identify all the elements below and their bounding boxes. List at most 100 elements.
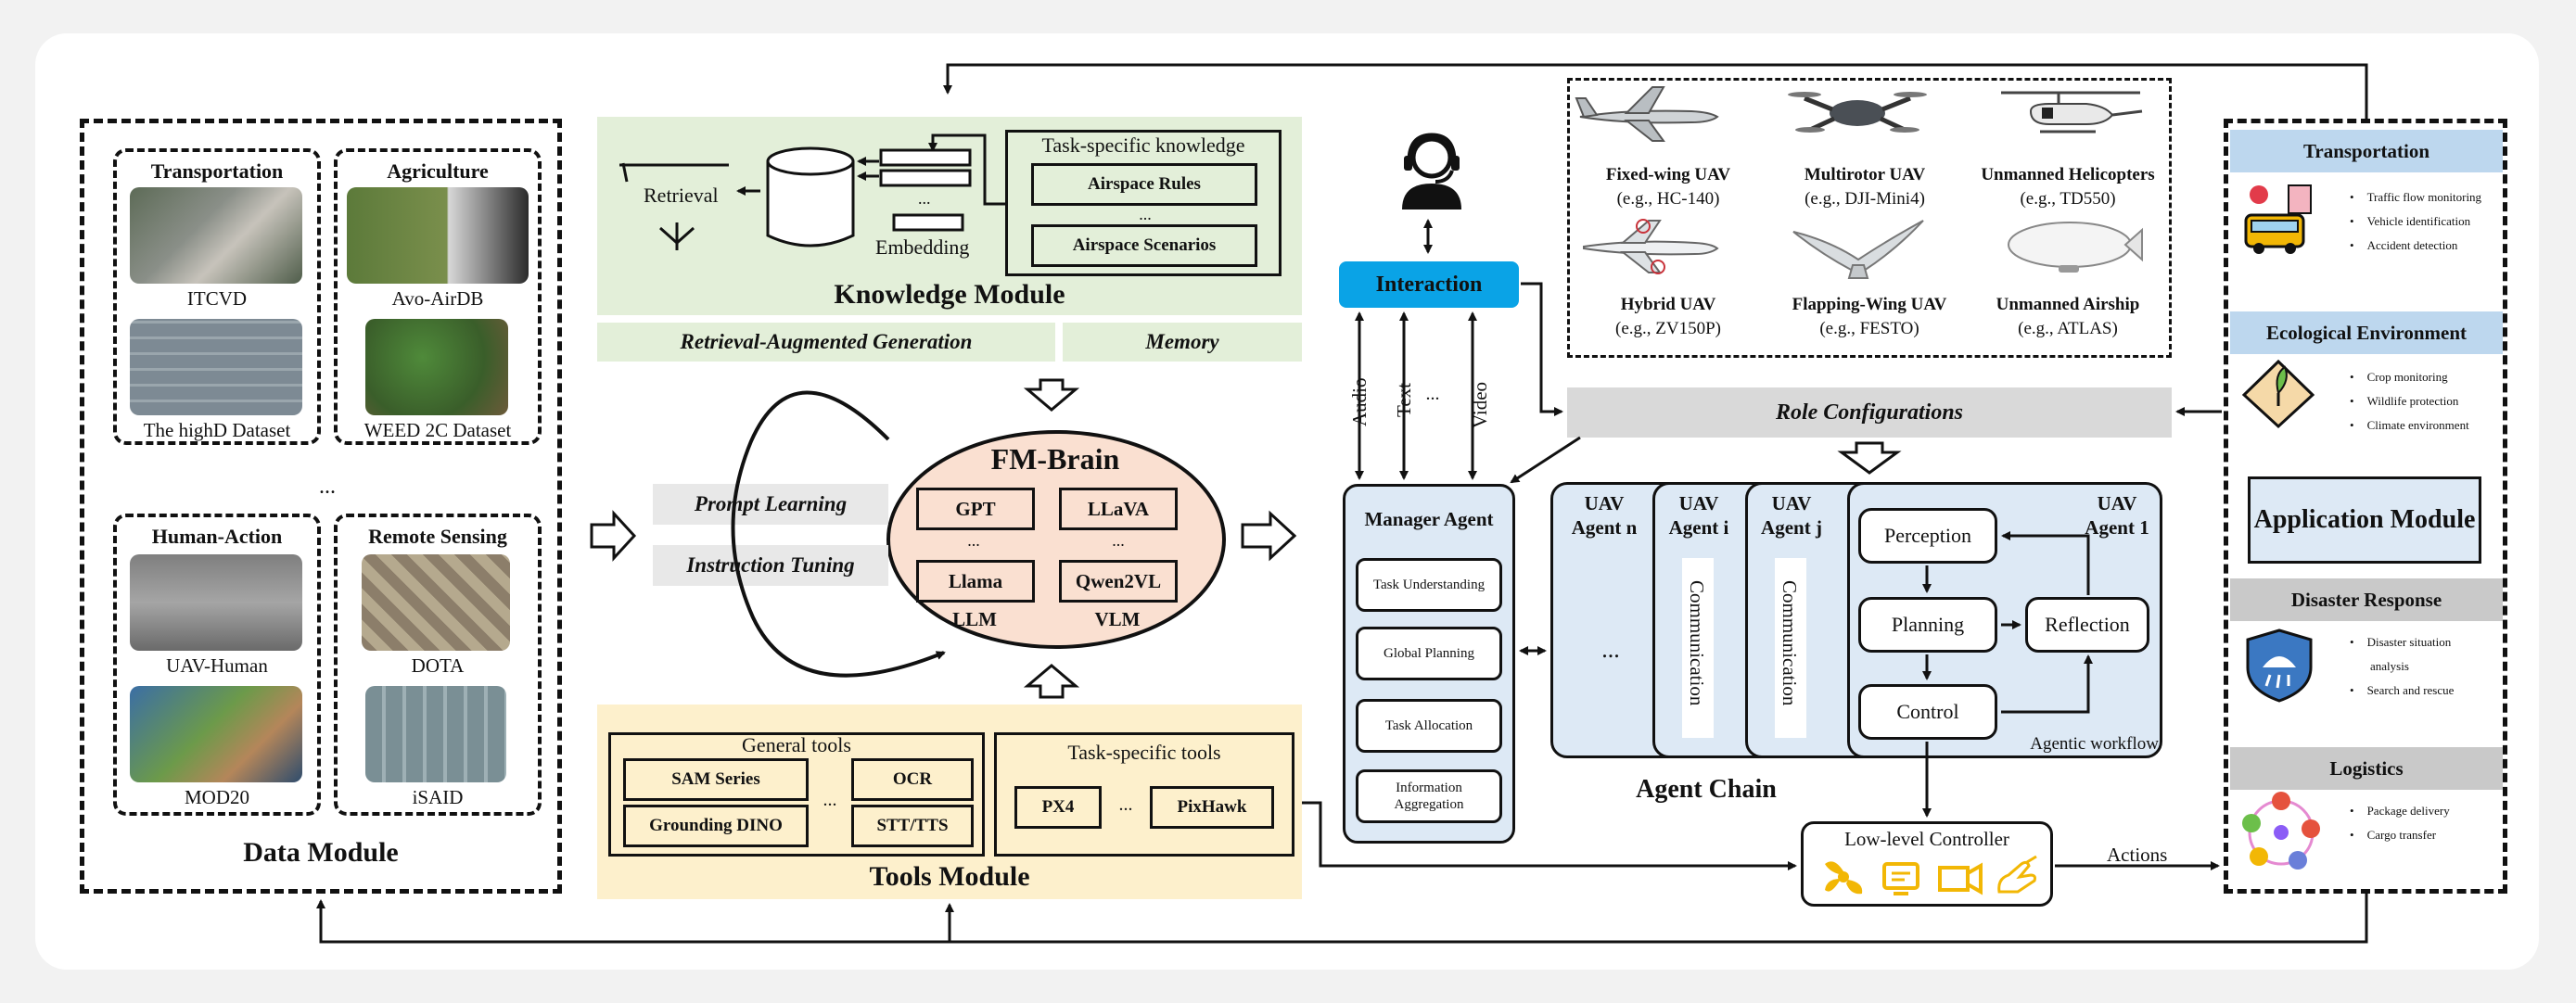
app-bullet-cont: analysis (2370, 659, 2409, 673)
workflow-reflection: Reflection (2025, 597, 2149, 653)
app-bullet: Accident detection (2350, 234, 2481, 258)
embedding-dots: ... (918, 189, 931, 208)
task-knowledge-box (1005, 130, 1282, 276)
embedding-label: Embedding (875, 235, 970, 259)
app-section-title-transportation: Transportation (2230, 130, 2503, 172)
manager-info-aggregation: Information Aggregation (1356, 769, 1502, 823)
dataset-image-uav-human (130, 554, 302, 651)
uav-example-flapping-wing: (e.g., FESTO) (1819, 319, 1919, 338)
uav-example-airship: (e.g., ATLAS) (2018, 319, 2118, 338)
manager-global-planning: Global Planning (1356, 627, 1502, 680)
tool-stt-tts: STT/TTS (851, 805, 974, 847)
uav-type-fixed-wing: Fixed-wing UAV (1605, 165, 1731, 184)
app-bullet-text: Disaster situation (2366, 635, 2452, 649)
interaction-button: Interaction (1339, 261, 1519, 308)
dataset-name-itcvd: ITCVD (186, 287, 248, 310)
app-bullet: Wildlife protection (2350, 389, 2469, 413)
vlm-label: VLM (1094, 607, 1141, 630)
app-bullet: Traffic flow monitoring (2350, 185, 2482, 209)
data-module-title: Data Module (243, 837, 399, 868)
communication-strip-i (1682, 558, 1714, 738)
data-group-agriculture (334, 148, 542, 445)
agent-chain-title: Agent Chain (1636, 775, 1777, 804)
data-module (80, 119, 562, 894)
app-bullet: •Search and rescue (2350, 683, 2455, 697)
manager-agent-title: Manager Agent (1364, 508, 1494, 530)
tool-px4: PX4 (1014, 786, 1102, 829)
dataset-name-isaid: iSAID (412, 786, 464, 808)
data-group-title-agriculture: Agriculture (387, 159, 489, 183)
llm-gpt-box: GPT (916, 488, 1035, 530)
llm-llama-box: Llama (916, 560, 1035, 603)
agent-i-title: UAV Agent i (1668, 492, 1729, 539)
data-group-title-human-action: Human-Action (151, 525, 283, 548)
knowledge-module-title: Knowledge Module (834, 279, 1065, 310)
gimbal-hand-icon (1994, 855, 2042, 899)
camera-icon (1936, 855, 1984, 899)
app-bullets-disaster: •Disaster situation analysis •Search and… (2350, 630, 2454, 703)
app-bullets-logistics: Package delivery Cargo transfer (2350, 799, 2450, 847)
task-knowledge-dots: ... (1139, 204, 1152, 223)
application-module-title: Application Module (2248, 476, 2481, 564)
input-video-text: Video (1469, 381, 1491, 428)
app-icon-disaster (2242, 627, 2316, 705)
app-icon-ecological (2238, 356, 2318, 432)
tool-ocr: OCR (851, 758, 974, 801)
display-icon (1879, 855, 1923, 899)
low-level-controller-title: Low-level Controller (1844, 827, 2009, 850)
data-group-title-remote-sensing: Remote Sensing (368, 525, 507, 548)
airspace-rules-box: Airspace Rules (1031, 163, 1257, 206)
input-label-dots: ... (1425, 383, 1440, 404)
input-text-text: Text (1393, 382, 1415, 417)
input-audio-text: Audio (1348, 377, 1371, 427)
dataset-image-mod20 (130, 686, 302, 782)
uav-example-multirotor: (e.g., DJI-Mini4) (1804, 189, 1925, 209)
workflow-planning: Planning (1858, 597, 1997, 653)
app-bullet: Package delivery (2350, 799, 2450, 823)
app-bullet: •Disaster situation (2350, 635, 2452, 649)
prompt-learning-bar: Prompt Learning (653, 484, 888, 525)
dataset-name-mod20: MOD20 (184, 786, 249, 808)
dataset-name-avo-airdb: Avo-AirDB (391, 287, 484, 310)
app-bullets-ecological: Crop monitoring Wildlife protection Clim… (2350, 365, 2469, 438)
fm-brain-title: FM-Brain (990, 441, 1120, 476)
dataset-image-itcvd (130, 187, 302, 284)
workflow-control: Control (1858, 684, 1997, 740)
tool-pixhawk: PixHawk (1150, 786, 1274, 829)
role-configurations-bar: Role Configurations (1567, 387, 2172, 438)
agentic-workflow-label: Agentic workflow (2030, 734, 2159, 754)
hybrid-uav-icon (1576, 215, 1725, 276)
airspace-scenarios-box: Airspace Scenarios (1031, 224, 1257, 267)
instruction-tuning-bar: Instruction Tuning (653, 545, 888, 586)
general-tools-title: General tools (742, 733, 851, 756)
app-bullet-text: Search and rescue (2366, 683, 2455, 697)
memory-bar: Memory (1063, 323, 1302, 362)
data-module-ellipsis: ... (319, 474, 336, 499)
uav-type-airship: Unmanned Airship (1996, 295, 2140, 314)
rag-bar: Retrieval-Augmented Generation (597, 323, 1055, 362)
app-bullet: Cargo transfer (2350, 823, 2450, 847)
vlm-dots: ... (1112, 530, 1125, 550)
specific-tools-title: Task-specific tools (1067, 741, 1221, 764)
app-bullet: Climate environment (2350, 413, 2469, 438)
uav-type-hybrid: Hybrid UAV (1620, 295, 1716, 314)
data-group-transportation (113, 148, 321, 445)
manager-task-allocation: Task Allocation (1356, 699, 1502, 753)
uav-example-helicopter: (e.g., TD550) (2020, 189, 2116, 209)
app-section-title-ecological: Ecological Environment (2230, 311, 2503, 354)
tool-sam: SAM Series (623, 758, 809, 801)
llm-label: LLM (952, 607, 997, 630)
app-bullets-transportation: Traffic flow monitoring Vehicle identifi… (2350, 185, 2482, 258)
dataset-name-uav-human: UAV-Human (166, 654, 268, 677)
dataset-image-isaid (365, 686, 506, 782)
tools-module-title: Tools Module (869, 861, 1030, 892)
communication-label-j: Communication (1779, 580, 1801, 706)
application-module (2224, 119, 2507, 894)
communication-label-i: Communication (1686, 580, 1708, 706)
airship-icon (1999, 213, 2144, 280)
manager-task-understanding: Task Understanding (1356, 558, 1502, 612)
data-group-human-action (113, 514, 321, 816)
specific-tools-dots: ... (1118, 794, 1133, 815)
app-section-title-logistics: Logistics (2230, 747, 2503, 790)
